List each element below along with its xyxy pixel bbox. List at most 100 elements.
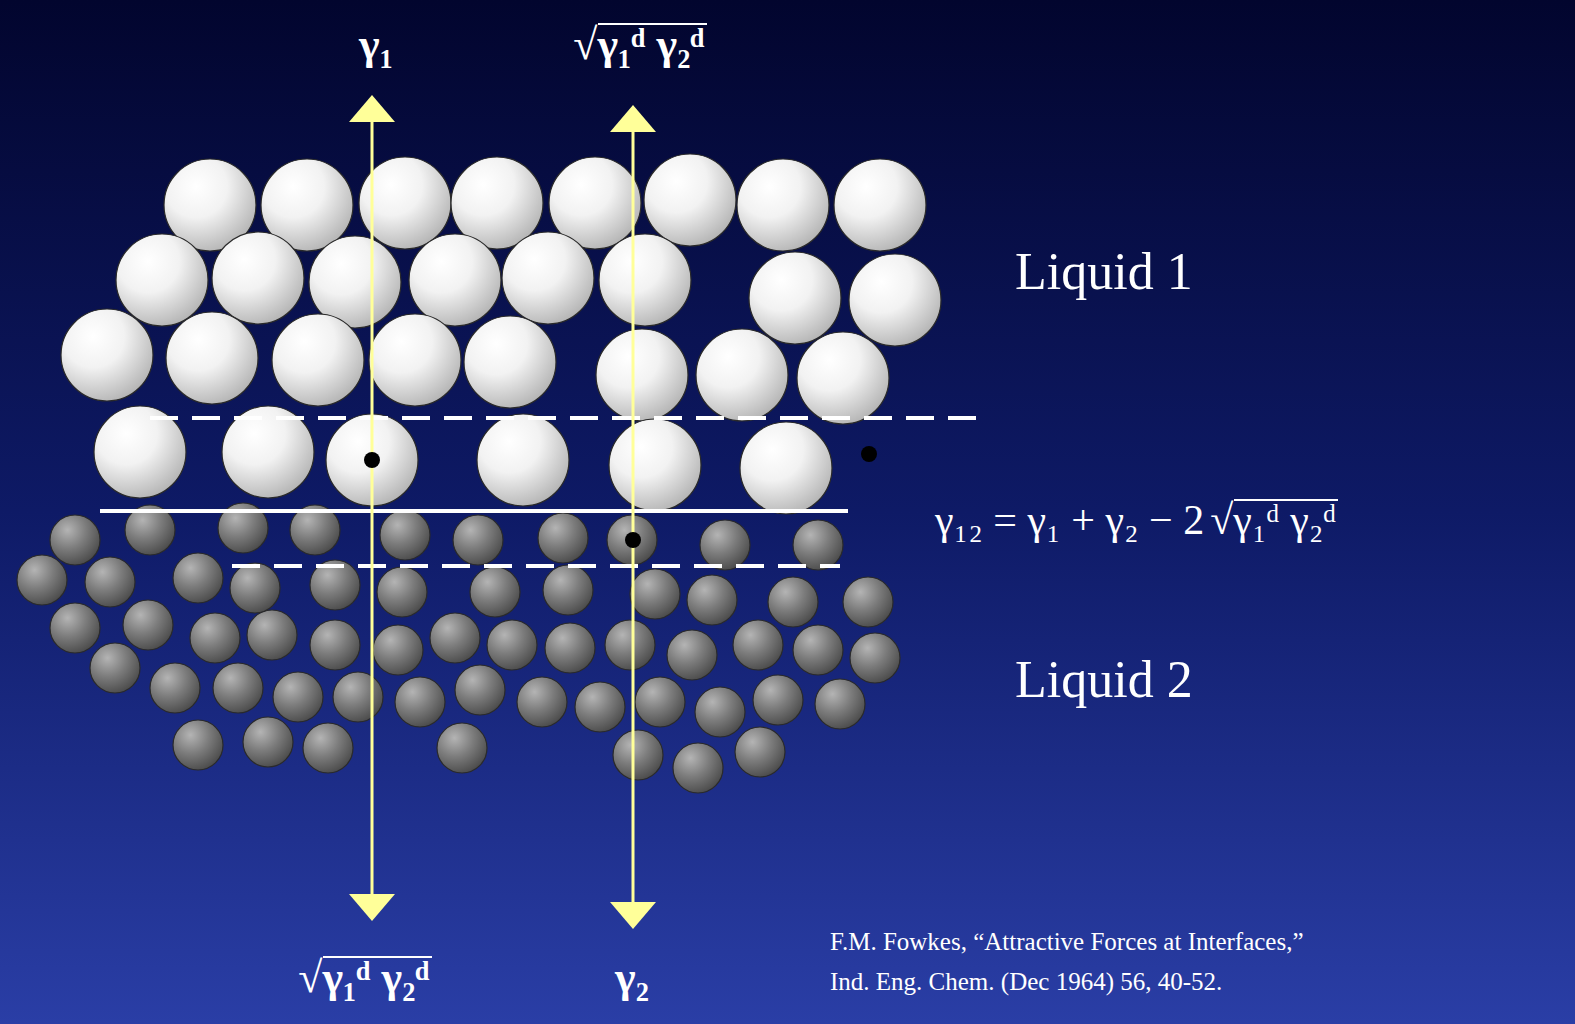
molecule xyxy=(815,679,865,729)
molecule xyxy=(453,515,503,565)
molecule xyxy=(116,234,208,326)
molecule xyxy=(303,723,353,773)
interface-line xyxy=(100,509,848,513)
force-arrow xyxy=(349,95,395,921)
molecule xyxy=(377,567,427,617)
molecule xyxy=(85,557,135,607)
molecule xyxy=(17,555,67,605)
molecule xyxy=(247,610,297,660)
dashed-boundary xyxy=(150,416,985,420)
molecule xyxy=(273,672,323,722)
molecule xyxy=(793,520,843,570)
molecule xyxy=(749,252,841,344)
molecule xyxy=(849,254,941,346)
molecule xyxy=(850,633,900,683)
molecule xyxy=(166,312,258,404)
molecule xyxy=(695,687,745,737)
molecule xyxy=(430,613,480,663)
liquid-2-molecules xyxy=(17,503,900,793)
molecule xyxy=(843,577,893,627)
molecule xyxy=(635,677,685,727)
equation: γ₁₂ = γ₁ + γ₂ − 2 xyxy=(935,495,1204,545)
molecule xyxy=(596,329,688,421)
molecule xyxy=(667,630,717,680)
liquid-1-molecules xyxy=(61,154,941,514)
arrow-head xyxy=(610,105,656,132)
arrow-shaft xyxy=(632,128,635,906)
molecule xyxy=(740,422,832,514)
phase-label: Liquid 1 xyxy=(1015,241,1193,303)
molecule xyxy=(502,232,594,324)
molecule xyxy=(409,234,501,326)
molecule xyxy=(310,620,360,670)
molecule xyxy=(173,553,223,603)
arrow-head xyxy=(349,894,395,921)
molecule xyxy=(700,520,750,570)
molecule xyxy=(437,723,487,773)
molecule xyxy=(373,625,423,675)
molecule xyxy=(212,232,304,324)
arrow-head xyxy=(610,902,656,929)
force-arrow xyxy=(610,105,656,929)
phase-label: Liquid 2 xyxy=(1015,649,1193,711)
molecule xyxy=(605,620,655,670)
molecule xyxy=(123,600,173,650)
gamma-label: γ₁ xyxy=(359,19,393,72)
molecule xyxy=(487,620,537,670)
molecule xyxy=(395,677,445,727)
molecule xyxy=(613,730,663,780)
molecule xyxy=(696,329,788,421)
molecule xyxy=(768,577,818,627)
radical-term: √γ₁ᵈ γ₂ᵈ xyxy=(1210,495,1338,545)
molecule xyxy=(630,569,680,619)
arrow-shaft xyxy=(371,118,374,898)
molecule xyxy=(333,672,383,722)
molecule xyxy=(243,717,293,767)
citation: F.M. Fowkes, “Attractive Forces at Inter… xyxy=(830,927,1304,957)
molecule xyxy=(272,314,364,406)
radical-term: √γ₁ᵈ γ₂ᵈ xyxy=(298,952,431,1005)
molecule xyxy=(737,159,829,251)
molecule xyxy=(61,309,153,401)
molecule xyxy=(464,316,556,408)
molecule xyxy=(50,603,100,653)
molecule xyxy=(90,643,140,693)
citation: Ind. Eng. Chem. (Dec 1964) 56, 40-52. xyxy=(830,967,1222,997)
molecule xyxy=(477,414,569,506)
molecule xyxy=(455,665,505,715)
molecule xyxy=(793,625,843,675)
molecule xyxy=(797,332,889,424)
molecule-center-dot xyxy=(625,532,641,548)
molecule-center-dot xyxy=(861,446,877,462)
molecule xyxy=(545,623,595,673)
molecule xyxy=(517,677,567,727)
molecule xyxy=(575,682,625,732)
molecule xyxy=(538,513,588,563)
molecule xyxy=(733,620,783,670)
molecule xyxy=(834,159,926,251)
molecule xyxy=(609,419,701,511)
molecule xyxy=(673,743,723,793)
molecule xyxy=(213,663,263,713)
dashed-boundary xyxy=(232,564,840,568)
gamma-label: γ₂ xyxy=(615,952,649,1005)
molecule xyxy=(50,515,100,565)
molecule xyxy=(470,567,520,617)
molecule xyxy=(687,575,737,625)
molecule xyxy=(190,613,240,663)
arrow-head xyxy=(349,95,395,122)
radical-term: √γ₁ᵈ γ₂ᵈ xyxy=(573,19,706,72)
molecule xyxy=(543,565,593,615)
molecule xyxy=(599,234,691,326)
molecule xyxy=(753,675,803,725)
molecule-center-dot xyxy=(364,452,380,468)
molecule xyxy=(173,720,223,770)
molecule xyxy=(369,314,461,406)
molecule xyxy=(230,563,280,613)
molecule xyxy=(380,510,430,560)
molecule xyxy=(735,727,785,777)
molecule xyxy=(644,154,736,246)
